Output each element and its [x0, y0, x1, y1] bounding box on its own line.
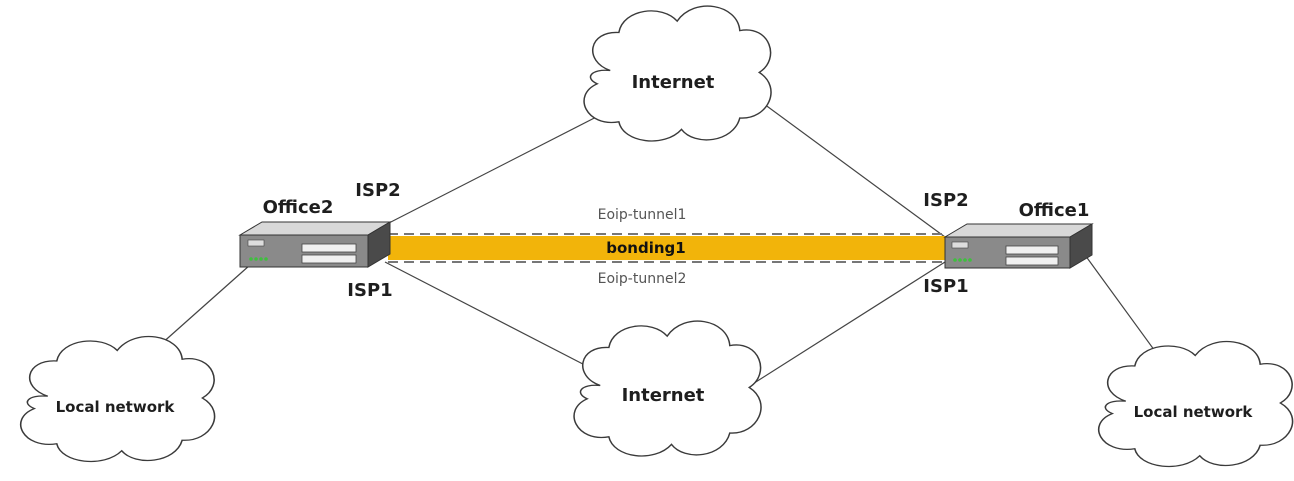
links [159, 89, 1161, 393]
link-office2-isp1-internet [384, 261, 611, 379]
isp-label-office1-top: ISP2 [923, 190, 968, 211]
link-office1-local [1084, 254, 1161, 359]
bonding-link: bonding1 Eoip-tunnel1 Eoip-tunnel2 [388, 207, 948, 287]
cloud-label-internet-top: Internet [632, 72, 715, 93]
router-name-office2: Office2 [263, 197, 334, 218]
link-office2-local [159, 264, 251, 346]
router-icon [238, 221, 392, 268]
link-office1-isp1-internet [739, 261, 946, 393]
cloud-label-local-left: Local network [56, 398, 176, 416]
cloud-label-internet-bottom: Internet [622, 385, 705, 406]
tunnel-label-bottom: Eoip-tunnel2 [598, 271, 687, 287]
cloud-label-local-right: Local network [1134, 403, 1254, 421]
isp-label-office2-bottom: ISP1 [347, 280, 392, 301]
bonding-bar [388, 236, 948, 260]
router-office2: Office2 ISP2 ISP1 [238, 180, 401, 301]
link-office2-isp2-internet [384, 109, 611, 226]
router-icon [943, 223, 1094, 269]
isp-label-office1-bottom: ISP1 [923, 276, 968, 297]
isp-label-office2-top: ISP2 [355, 180, 400, 201]
router-office1: Office1 ISP2 ISP1 [923, 190, 1094, 297]
router-name-office1: Office1 [1019, 200, 1090, 221]
link-office1-isp2-internet [744, 89, 946, 238]
tunnel-label-top: Eoip-tunnel1 [598, 207, 687, 223]
bonding-label: bonding1 [606, 239, 685, 257]
